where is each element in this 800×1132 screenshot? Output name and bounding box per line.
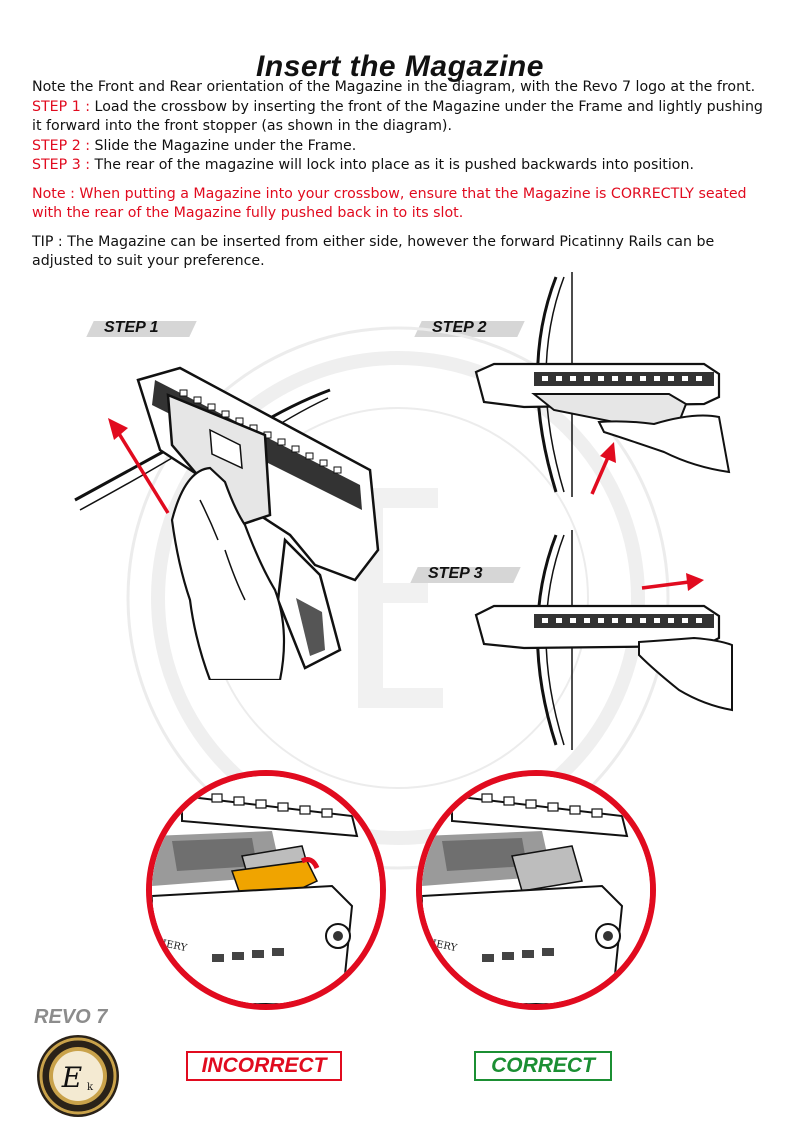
step2-illustration (474, 272, 731, 497)
logo-mark: E (61, 1061, 82, 1094)
watermark-seal (126, 326, 670, 870)
tip-text: TIP : The Magazine can be inserted from … (32, 233, 715, 270)
incorrect-closeup-drawing: RCHERY (152, 776, 380, 1004)
step2-text: Slide the Magazine under the Frame. (90, 137, 357, 154)
logo-sub-mark: k (87, 1082, 94, 1093)
model-name: REVO 7 (34, 1006, 108, 1028)
step2-instruction: STEP 2 : Slide the Magazine under the Fr… (32, 137, 772, 157)
instructions: Note the Front and Rear orientation of t… (32, 78, 772, 272)
step3-label: STEP 3 : (32, 157, 91, 173)
correct-closeup: RCHERY (416, 770, 656, 1010)
page-title: Insert the Magazine (256, 50, 544, 84)
incorrect-label: INCORRECT (186, 1051, 342, 1081)
ek-archery-logo: E k (37, 1035, 119, 1117)
step1-text: Load the crossbow by inserting the front… (32, 98, 763, 135)
incorrect-closeup: RCHERY (146, 770, 386, 1010)
step1-label: STEP 1 : (32, 98, 91, 115)
step2-heading: STEP 2 (424, 318, 507, 338)
intro-text: Note the Front and Rear orientation of t… (32, 79, 756, 95)
step3-heading: STEP 3 (420, 564, 503, 584)
step3-text: The rear of the magazine will lock into … (90, 157, 694, 173)
step1-heading: STEP 1 (96, 318, 179, 338)
step1-illustration (74, 366, 380, 680)
step3-instruction: STEP 3 : The rear of the magazine will l… (32, 156, 772, 176)
correct-label: CORRECT (474, 1051, 612, 1081)
step1-instruction: STEP 1 : Load the crossbow by inserting … (32, 98, 772, 137)
step3-illustration (474, 530, 733, 750)
correct-closeup-drawing: RCHERY (422, 776, 650, 1004)
step2-label: STEP 2 : (32, 137, 91, 154)
note-text: Note : When putting a Magazine into your… (32, 185, 747, 222)
